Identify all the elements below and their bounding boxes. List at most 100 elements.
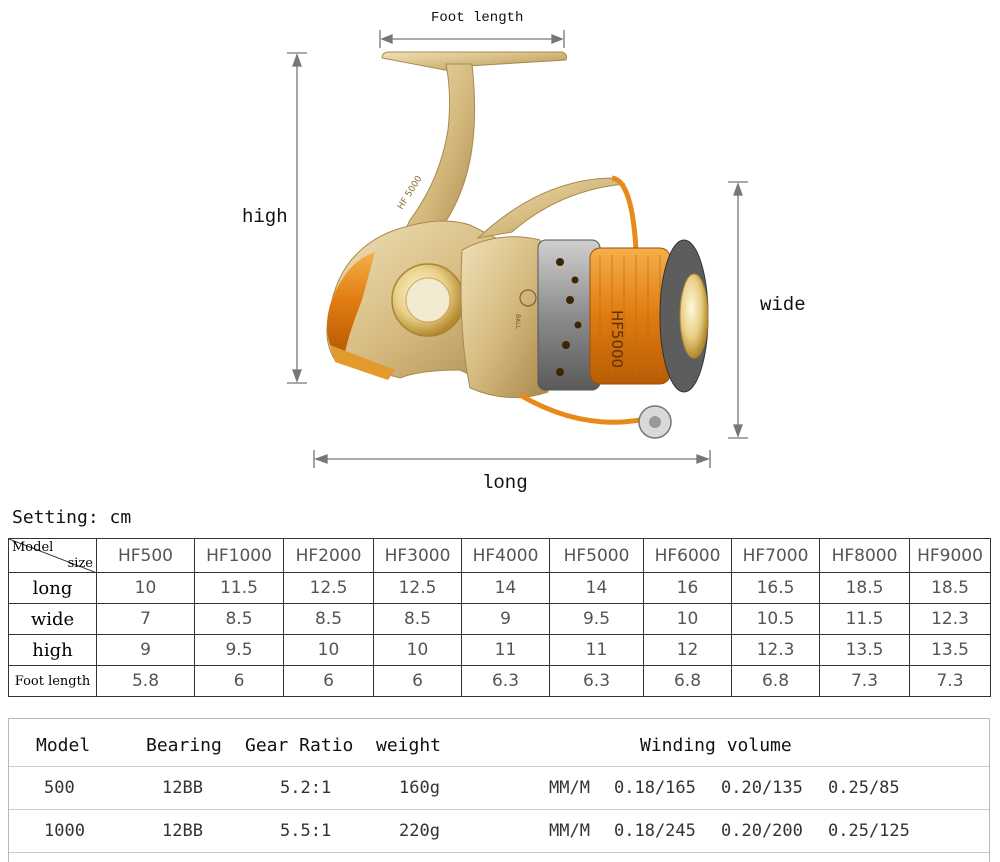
spec-winding-2: 0.20/200 — [721, 821, 803, 841]
ball-badge-text: BALL — [514, 314, 521, 330]
fishing-reel: HF 5000 HF5000 BALL — [326, 51, 709, 439]
long-label: long — [482, 472, 528, 494]
row-label: long — [8, 572, 97, 604]
spec-unit: MM/M — [549, 778, 590, 798]
size-row-wide: wide 7 8.5 8.5 8.5 9 9.5 10 10.5 11.5 12… — [8, 603, 991, 635]
model-header: HF7000 — [731, 538, 820, 573]
size-table: Model size HF500 HF1000 HF2000 HF3000 HF… — [8, 538, 991, 697]
table-cell: 10 — [283, 634, 374, 666]
spec-header-row: Model Bearing Gear Ratio weight Winding … — [9, 724, 989, 767]
reel-illustration: HF 5000 HF5000 BALL — [287, 30, 748, 468]
table-cell: 18.5 — [909, 572, 991, 604]
model-header: HF8000 — [819, 538, 910, 573]
table-cell: 10 — [96, 572, 195, 604]
spec-winding-3: 0.25/125 — [828, 821, 910, 841]
table-cell: 11.5 — [819, 603, 910, 635]
model-header: HF4000 — [461, 538, 550, 573]
table-cell: 6 — [283, 665, 374, 697]
product-figure: HF 5000 HF5000 BALL Foot length high wid… — [242, 10, 806, 494]
table-cell: 11 — [549, 634, 644, 666]
high-dimension — [287, 52, 307, 384]
spec-bearing: 12BB — [162, 821, 203, 841]
model-header: HF1000 — [194, 538, 284, 573]
model-header: HF500 — [96, 538, 195, 573]
table-cell: 12.5 — [373, 572, 462, 604]
high-label: high — [242, 206, 288, 228]
spec-table: Model Bearing Gear Ratio weight Winding … — [8, 718, 990, 862]
table-cell: 13.5 — [819, 634, 910, 666]
table-cell: 7.3 — [819, 665, 910, 697]
row-label: Foot length — [8, 665, 97, 697]
table-cell: 12 — [643, 634, 732, 666]
table-cell: 8.5 — [373, 603, 462, 635]
row-label: high — [8, 634, 97, 666]
long-dimension — [313, 450, 711, 468]
table-cell: 16.5 — [731, 572, 820, 604]
size-row-foot-length: Foot length 5.8 6 6 6 6.3 6.3 6.8 6.8 7.… — [8, 665, 991, 697]
size-table-header-row: Model size HF500 HF1000 HF2000 HF3000 HF… — [8, 538, 991, 573]
spec-weight: 220g — [399, 821, 440, 841]
size-row-long: long 10 11.5 12.5 12.5 14 14 16 16.5 18.… — [8, 572, 991, 604]
table-row: 1000 12BB 5.5:1 220g MM/M 0.18/245 0.20/… — [9, 810, 989, 853]
spec-winding-1: 0.18/165 — [614, 778, 696, 798]
table-cell: 14 — [461, 572, 550, 604]
model-header: HF3000 — [373, 538, 462, 573]
model-header: HF5000 — [549, 538, 644, 573]
spec-winding-3: 0.25/85 — [828, 778, 900, 798]
model-header: HF9000 — [909, 538, 991, 573]
row-label: wide — [8, 603, 97, 635]
table-cell: 6 — [373, 665, 462, 697]
table-cell: 12.3 — [909, 603, 991, 635]
table-cell: 10 — [643, 603, 732, 635]
model-column-header: Model — [36, 735, 91, 756]
wide-label: wide — [760, 294, 806, 316]
table-cell: 5.8 — [96, 665, 195, 697]
unit-setting-text: Setting: cm — [12, 507, 132, 528]
table-cell: 16 — [643, 572, 732, 604]
corner-size-label: size — [67, 556, 93, 571]
table-cell: 18.5 — [819, 572, 910, 604]
table-cell: 6.3 — [461, 665, 550, 697]
table-cell: 7 — [96, 603, 195, 635]
table-row: 500 12BB 5.2:1 160g MM/M 0.18/165 0.20/1… — [9, 767, 989, 810]
spec-unit: MM/M — [549, 821, 590, 841]
bearing-column-header: Bearing — [146, 735, 222, 756]
ball-badge-icon — [519, 289, 537, 307]
table-cell: 13.5 — [909, 634, 991, 666]
table-cell: 6.3 — [549, 665, 644, 697]
spec-gear-ratio: 5.2:1 — [280, 778, 332, 798]
table-cell: 11 — [461, 634, 550, 666]
table-cell: 6 — [194, 665, 284, 697]
table-cell: 8.5 — [194, 603, 284, 635]
spec-winding-2: 0.20/135 — [721, 778, 803, 798]
spec-winding-1: 0.18/245 — [614, 821, 696, 841]
table-cell: 10.5 — [731, 603, 820, 635]
table-cell: 9.5 — [549, 603, 644, 635]
winding-volume-column-header: Winding volume — [640, 735, 792, 756]
wide-dimension — [728, 181, 748, 439]
table-cell: 8.5 — [283, 603, 374, 635]
table-cell: 14 — [549, 572, 644, 604]
table-cell: 7.3 — [909, 665, 991, 697]
model-header: HF2000 — [283, 538, 374, 573]
spec-bearing: 12BB — [162, 778, 203, 798]
table-cell: 6.8 — [643, 665, 732, 697]
spec-weight: 160g — [399, 778, 440, 798]
table-cell: 12.3 — [731, 634, 820, 666]
spec-model: 500 — [44, 778, 75, 798]
table-cell: 10 — [373, 634, 462, 666]
table-cell: 11.5 — [194, 572, 284, 604]
table-cell: 6.8 — [731, 665, 820, 697]
weight-column-header: weight — [376, 735, 442, 756]
size-row-high: high 9 9.5 10 10 11 11 12 12.3 13.5 13.5 — [8, 634, 991, 666]
foot-length-label: Foot length — [431, 10, 524, 26]
spec-gear-ratio: 5.5:1 — [280, 821, 332, 841]
size-table-corner: Model size — [8, 538, 97, 573]
model-header: HF6000 — [643, 538, 732, 573]
spec-model: 1000 — [44, 821, 85, 841]
table-cell: 9 — [96, 634, 195, 666]
gear-ratio-column-header: Gear Ratio — [245, 735, 354, 756]
spool-model-text: HF5000 — [608, 310, 626, 368]
table-cell: 9 — [461, 603, 550, 635]
foot-length-dimension — [379, 30, 565, 48]
